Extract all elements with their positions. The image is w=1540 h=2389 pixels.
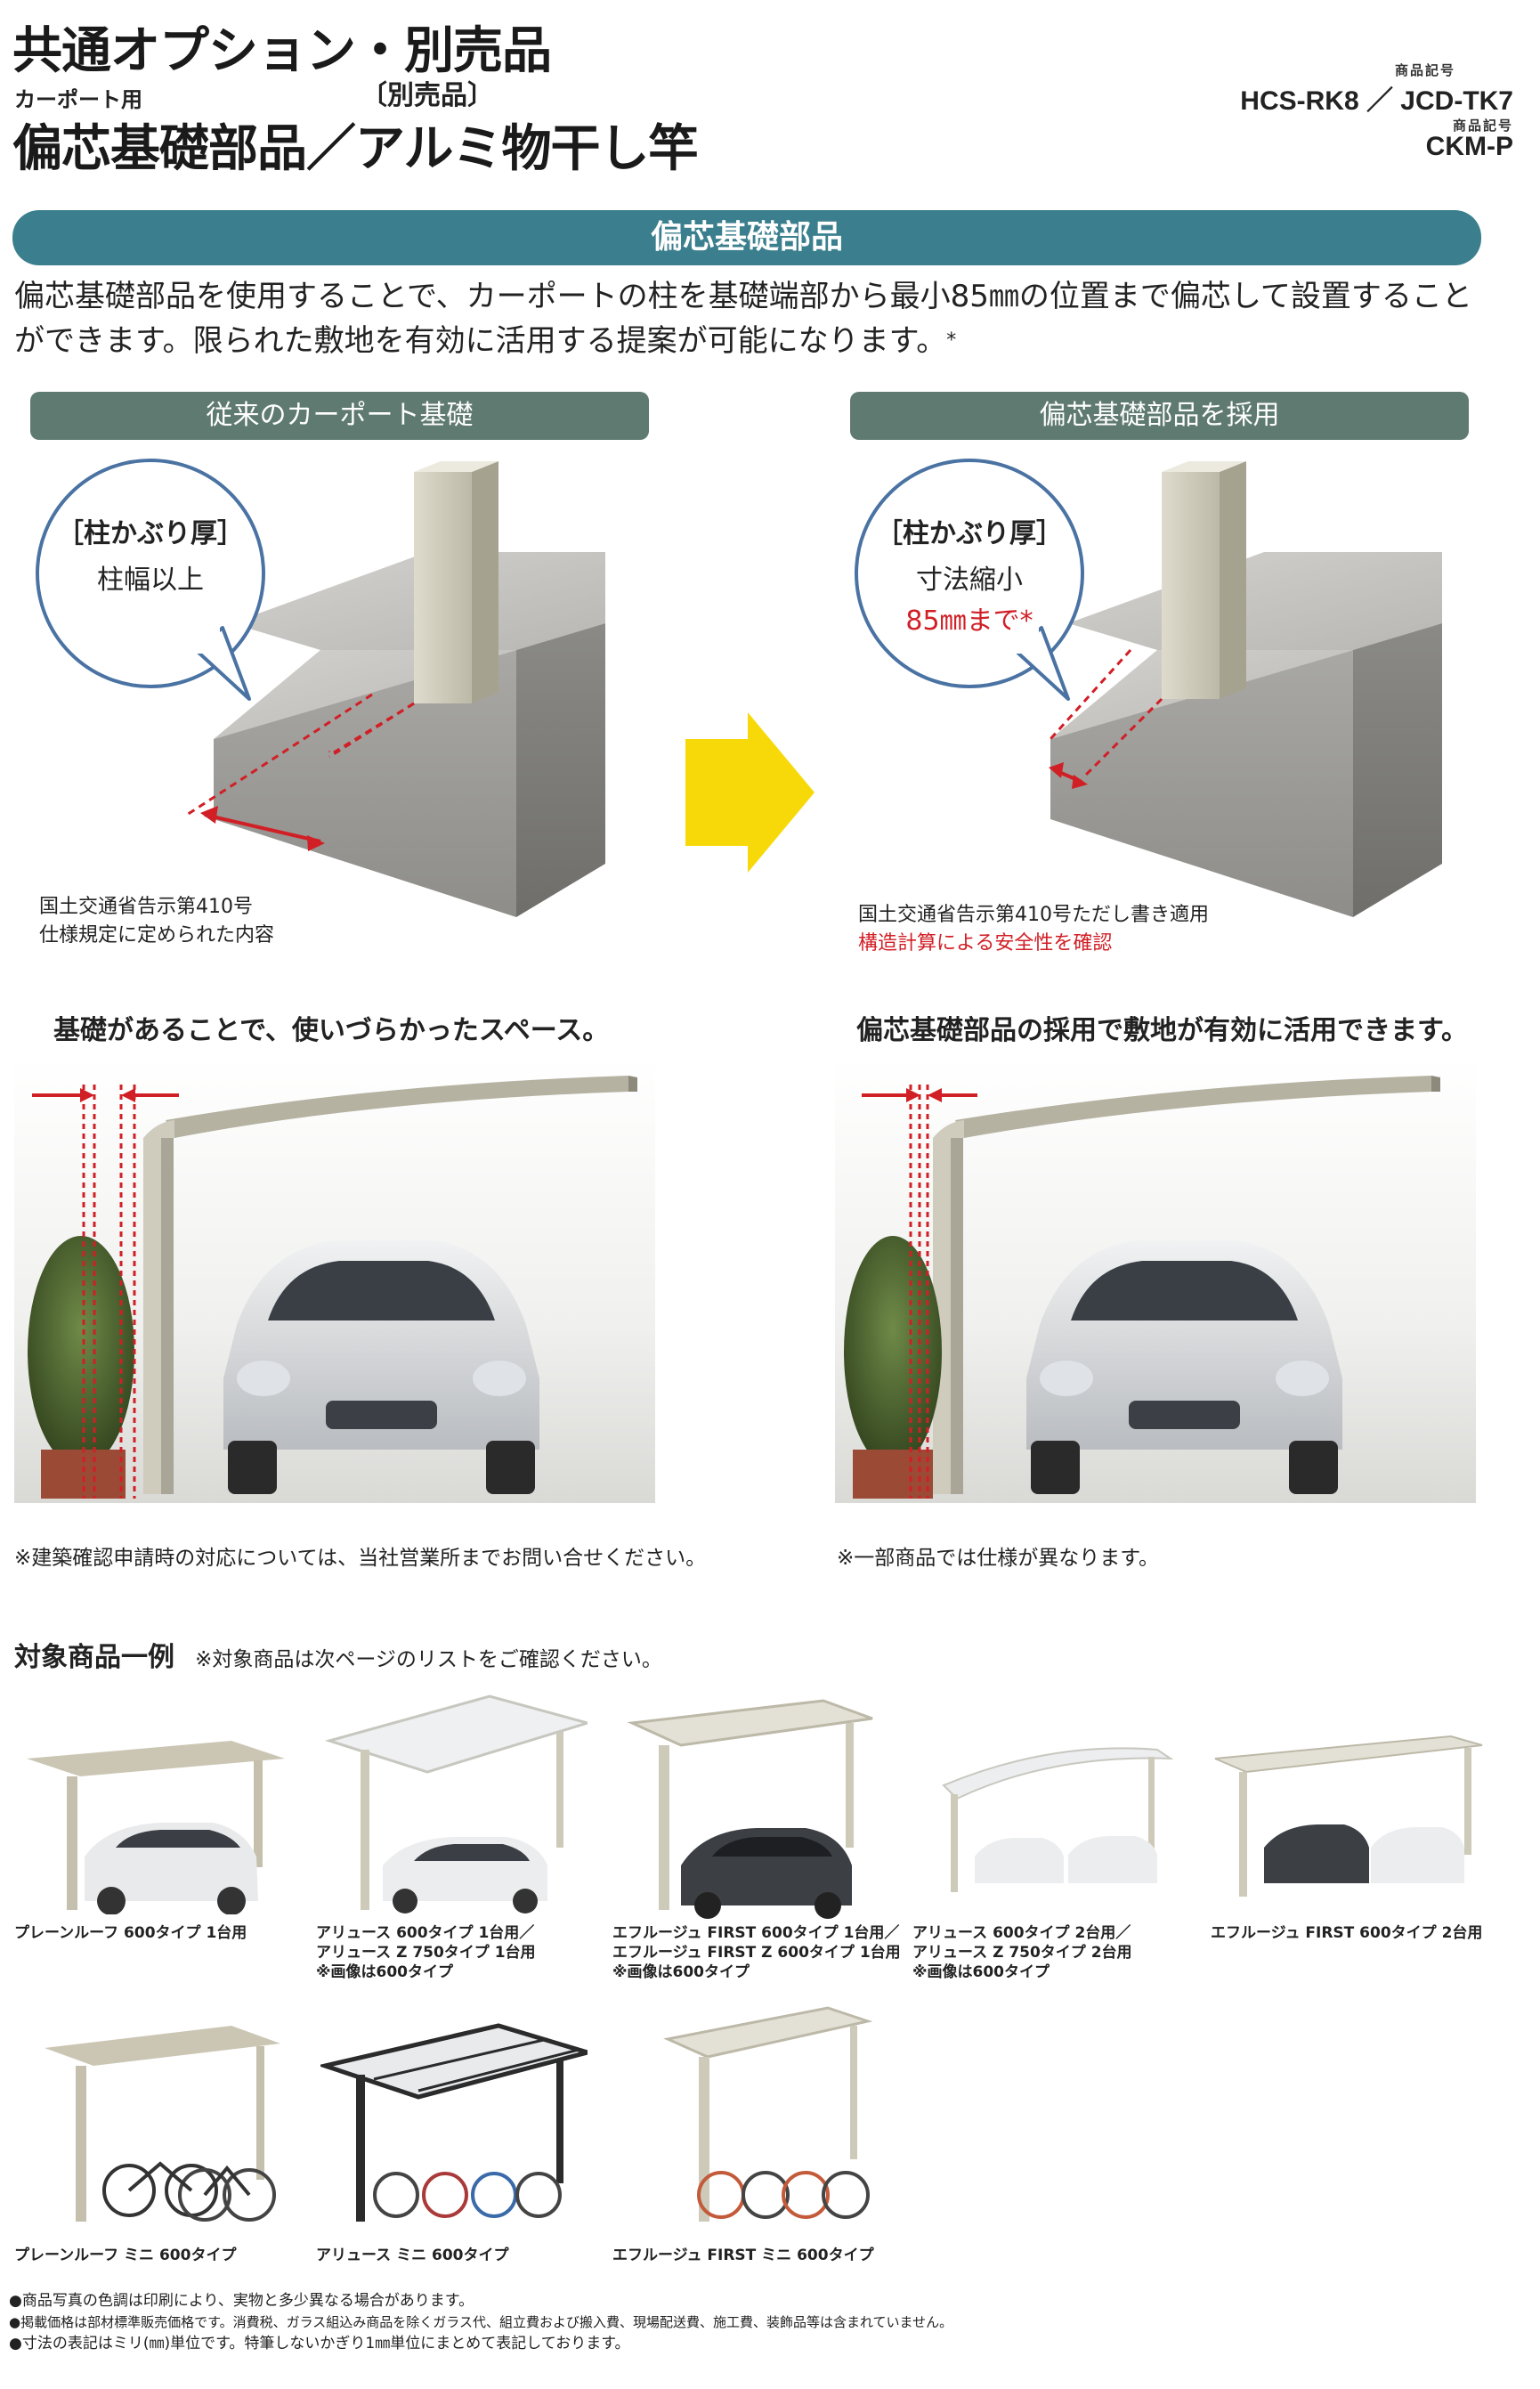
left-caption-1: 国土交通省告示第410号: [39, 896, 253, 918]
products-heading: 対象商品一例 ※対象商品は次ページのリストをご確認ください。: [14, 1635, 662, 1674]
product-label-4: アリュース 600タイプ 2台用／ アリュース Z 750タイプ 2台用 ※画像…: [912, 1923, 1206, 1982]
page-title-line1: 共通オプション・別売品: [12, 22, 552, 80]
product-codes-2: CKM-P: [1425, 132, 1513, 161]
product-image-8: [663, 2006, 872, 2222]
right-bubble: ［柱かぶり厚］ 寸法縮小 85㎜まで*: [855, 459, 1084, 688]
footer-line-2: ●掲載価格は部材標準販売価格です。消費税、ガラス組込み商品を除くガラス代、組立費…: [9, 2314, 953, 2330]
conventional-foundation-illustration: [186, 461, 605, 917]
product-label-8-line1: エフルージュ FIRST ミニ 600タイプ: [612, 2247, 874, 2264]
left-bubble-title: ［柱かぶり厚］: [57, 518, 244, 549]
product-label-2-line2: アリュース Z 750タイプ 1台用: [316, 1944, 536, 1962]
left-space-caption: 基礎があることで、使いづらかったスペース。: [53, 1015, 610, 1046]
product-image-5: [1214, 1735, 1483, 1897]
car: [223, 1240, 539, 1494]
product-codes-1: HCS-RK8 ／ JCD-TK7: [1240, 86, 1513, 116]
section-band-title: 偏芯基礎部品: [650, 219, 843, 256]
code-label-2: 商品記号: [1452, 118, 1513, 134]
right-caption-1: 国土交通省告示第410号ただし書き適用: [858, 904, 1209, 926]
left-note: ※建築確認申請時の対応については、当社営業所までお問い合せください。: [14, 1547, 707, 1570]
product-label-4-line1: アリュース 600タイプ 2台用／: [912, 1924, 1131, 1942]
post-top: [1162, 461, 1246, 472]
product-label-3-line1: エフルージュ FIRST 600タイプ 1台用／: [612, 1924, 900, 1942]
right-heading-text: 偏芯基礎部品を採用: [1039, 400, 1280, 431]
post-side: [472, 461, 498, 703]
right-bubble-text: 寸法縮小: [916, 565, 1023, 596]
product-label-1: プレーンルーフ 600タイプ 1台用: [14, 1923, 299, 1943]
product-label-7-line1: アリュース ミニ 600タイプ: [316, 2247, 509, 2264]
product-label-3: エフルージュ FIRST 600タイプ 1台用／ エフルージュ FIRST Z …: [612, 1923, 915, 1982]
description-text: 偏芯基礎部品を使用することで、カーポートの柱を基礎端部から最小85㎜の位置まで偏…: [14, 279, 1472, 359]
product-label-6: プレーンルーフ ミニ 600タイプ: [14, 2246, 299, 2265]
product-image-6: [45, 2026, 280, 2222]
post-side: [1220, 461, 1246, 699]
carport-scene-conventional: [14, 1058, 655, 1503]
right-space-caption: 偏芯基礎部品の採用で敷地が有効に活用できます。: [856, 1015, 1468, 1046]
foundation-side: [1353, 623, 1442, 917]
product-image-1: [27, 1741, 285, 1914]
product-image-7: [320, 2023, 588, 2222]
carport-scene-eccentric: [835, 1058, 1476, 1503]
right-caption-2: 構造計算による安全性を確認: [858, 932, 1113, 955]
post-front: [414, 472, 472, 703]
post-front: [1162, 472, 1220, 699]
products-heading-title: 対象商品一例: [14, 1642, 174, 1673]
products-heading-note: ※対象商品は次ページのリストをご確認ください。: [195, 1648, 662, 1671]
left-panel-heading: 従来のカーポート基礎: [30, 392, 649, 440]
left-bubble-tail: [191, 623, 251, 701]
product-label-2-line3: ※画像は600タイプ: [316, 1963, 454, 1981]
right-bubble-tail: [1010, 623, 1070, 701]
eccentric-foundation-illustration: [1049, 461, 1442, 917]
product-label-3-line3: ※画像は600タイプ: [612, 1963, 750, 1981]
footer-line-3: ●寸法の表記はミリ(㎜)単位です。特筆しないかぎり1㎜単位にまとめて表記しており…: [9, 2335, 630, 2352]
foundation-side: [516, 623, 605, 917]
right-bubble-title: ［柱かぶり厚］: [876, 518, 1063, 549]
post-top: [414, 461, 498, 472]
separate-tag: 〔別売品〕: [361, 80, 494, 111]
product-image-4: [942, 1747, 1174, 1892]
product-label-5: エフルージュ FIRST 600タイプ 2台用: [1211, 1923, 1513, 1943]
page-title-line2: 偏芯基礎部品／アルミ物干し竿: [12, 120, 698, 178]
product-label-8: エフルージュ FIRST ミニ 600タイプ: [612, 2246, 915, 2265]
product-label-7: アリュース ミニ 600タイプ: [316, 2246, 601, 2265]
car: [1026, 1240, 1342, 1494]
product-label-4-line2: アリュース Z 750タイプ 2台用: [912, 1944, 1132, 1962]
product-image-2: [324, 1694, 588, 1914]
product-label-3-line2: エフルージュ FIRST Z 600タイプ 1台用: [612, 1944, 901, 1962]
left-heading-text: 従来のカーポート基礎: [206, 400, 474, 431]
description-mark: *: [946, 329, 957, 352]
section-description: 偏芯基礎部品を使用することで、カーポートの柱を基礎端部から最小85㎜の位置まで偏…: [14, 274, 1492, 363]
left-bubble-text: 柱幅以上: [97, 565, 204, 596]
product-label-4-line3: ※画像は600タイプ: [912, 1963, 1050, 1981]
product-label-1-line1: プレーンルーフ 600タイプ 1台用: [14, 1924, 247, 1942]
right-note: ※一部商品では仕様が異なります。: [837, 1547, 1159, 1570]
footer-line-1: ●商品写真の色調は印刷により、実物と多少異なる場合があります。: [9, 2292, 474, 2310]
product-image-3: [627, 1699, 873, 1919]
right-panel-heading: 偏芯基礎部品を採用: [850, 392, 1469, 440]
product-label-5-line1: エフルージュ FIRST 600タイプ 2台用: [1211, 1924, 1483, 1942]
product-label-6-line1: プレーンルーフ ミニ 600タイプ: [14, 2247, 237, 2264]
foundation-top: [1068, 552, 1442, 650]
left-caption-2: 仕様規定に定められた内容: [39, 924, 275, 947]
arrow-right-icon: [685, 712, 815, 873]
subtitle-carport: カーポート用: [14, 87, 142, 112]
product-label-2-line1: アリュース 600タイプ 1台用／: [316, 1924, 535, 1942]
product-label-2: アリュース 600タイプ 1台用／ アリュース Z 750タイプ 1台用 ※画像…: [316, 1923, 610, 1982]
code-label-1: 商品記号: [1394, 62, 1455, 78]
section-band: 偏芯基礎部品: [12, 210, 1481, 265]
